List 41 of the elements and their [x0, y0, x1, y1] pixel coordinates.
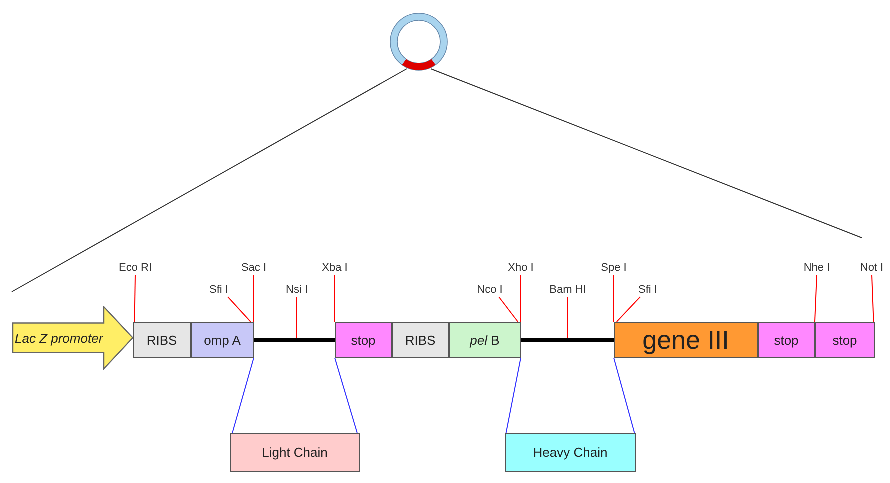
leader-line [334, 274, 336, 322]
gene-segment: stop [335, 322, 392, 358]
gene-segment: stop [758, 322, 815, 358]
linker-line [254, 338, 335, 342]
expansion-line [334, 358, 358, 434]
plasmid-circle [389, 12, 449, 72]
site-label: Nsi I [283, 283, 311, 297]
site-label: Eco RI [113, 261, 158, 275]
leader-line [616, 296, 641, 322]
expansion-line [232, 358, 254, 434]
gene-segment: RIBS [133, 322, 191, 358]
leader-line [296, 296, 298, 338]
site-label: Nhe I [801, 261, 833, 275]
leader-line [228, 296, 252, 322]
leader-line [872, 274, 874, 322]
leader-line [134, 274, 136, 322]
site-label: Not I [855, 261, 889, 275]
chain-box: Light Chain [230, 433, 360, 472]
gene-segment: RIBS [392, 322, 449, 358]
site-label: Sfi I [633, 283, 663, 297]
promoter-arrow: Lac Z promoter [12, 306, 134, 370]
expansion-line [12, 68, 408, 292]
gene-segment: omp A [191, 322, 254, 358]
site-label: Sac I [238, 261, 270, 275]
gene-segment: gene III [614, 322, 758, 358]
site-label: Bam HI [544, 283, 592, 297]
expansion-line [506, 358, 522, 434]
site-label: Xho I [505, 261, 537, 275]
site-label: Nco I [472, 283, 508, 297]
expansion-line [614, 358, 636, 434]
leader-line [814, 274, 818, 322]
leader-line [520, 274, 522, 322]
expansion-line [430, 68, 862, 238]
gene-segment: stop [815, 322, 875, 358]
linker-line [521, 338, 614, 342]
gene-segment: pel B [449, 322, 521, 358]
site-label: Sfi I [204, 283, 234, 297]
leader-line [498, 296, 519, 322]
site-label: Xba I [319, 261, 351, 275]
site-label: Spe I [598, 261, 630, 275]
chain-box: Heavy Chain [505, 433, 636, 472]
